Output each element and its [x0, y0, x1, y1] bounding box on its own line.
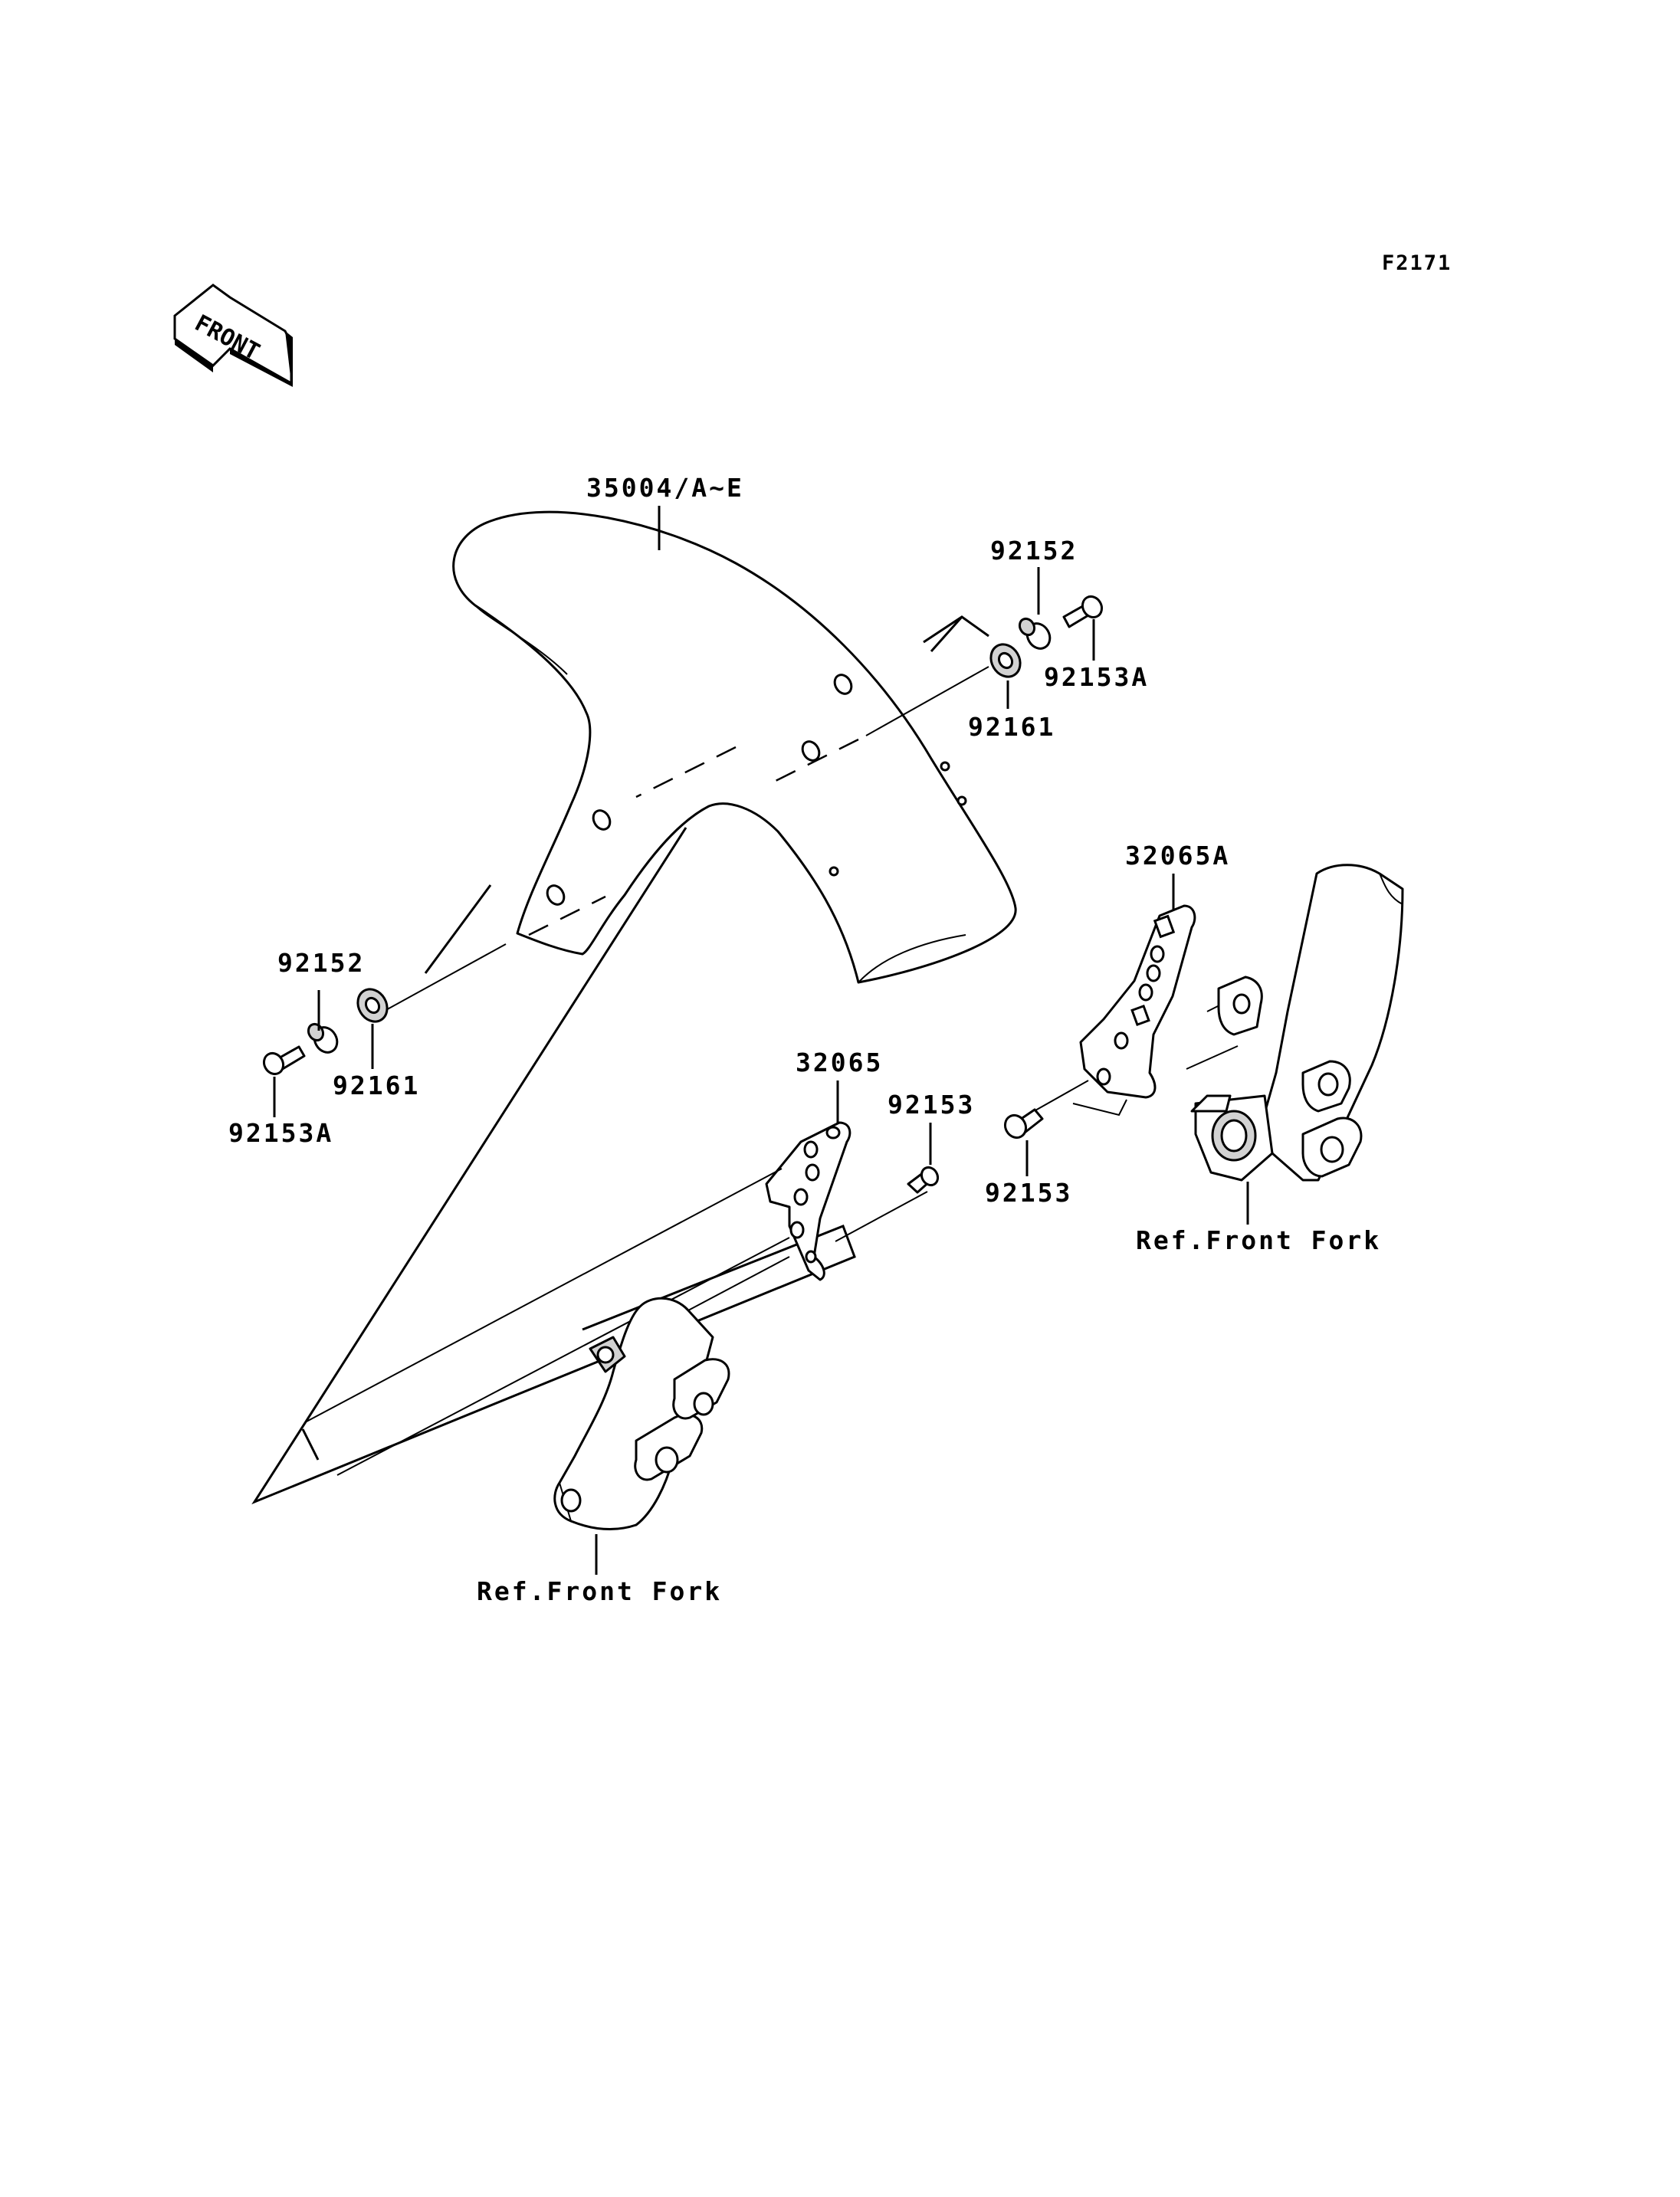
- label-nut-right: 92152: [990, 536, 1078, 566]
- label-bolt-left: 92153A: [228, 1118, 333, 1148]
- label-nut-left: 92152: [277, 948, 365, 978]
- label-collar-right: 92161: [968, 712, 1055, 742]
- diagram-code: F2171: [1382, 251, 1452, 275]
- label-bolt-bracket-left: 92153: [888, 1090, 975, 1120]
- collar-left: [356, 988, 389, 1023]
- bolt-right: [1062, 595, 1104, 628]
- bolt-bracket-left: [907, 1166, 940, 1194]
- bracket-left: [765, 1121, 851, 1281]
- nut-right: [1018, 617, 1052, 650]
- front-fork-left: [553, 1297, 730, 1530]
- label-bracket-right: 32065A: [1125, 841, 1230, 871]
- bracket-right: [1079, 904, 1196, 1099]
- nut-left: [307, 1022, 339, 1054]
- collar-right: [989, 643, 1022, 678]
- front-arrow-icon: FRONT: [173, 284, 293, 387]
- leader-lines: [273, 506, 1249, 1575]
- label-bracket-left: 32065: [796, 1048, 883, 1077]
- label-collar-left: 92161: [333, 1071, 420, 1100]
- label-fender: 35004/A~E: [586, 473, 744, 503]
- bolt-left: [262, 1045, 306, 1076]
- bolt-bracket-right: [1003, 1108, 1044, 1139]
- label-ref-fork-left: Ref.Front Fork: [477, 1576, 722, 1606]
- front-fork-right: [1190, 864, 1404, 1182]
- label-bolt-right: 92153A: [1044, 662, 1149, 692]
- label-ref-fork-right: Ref.Front Fork: [1136, 1225, 1381, 1255]
- label-bolt-bracket-right: 92153: [985, 1178, 1072, 1208]
